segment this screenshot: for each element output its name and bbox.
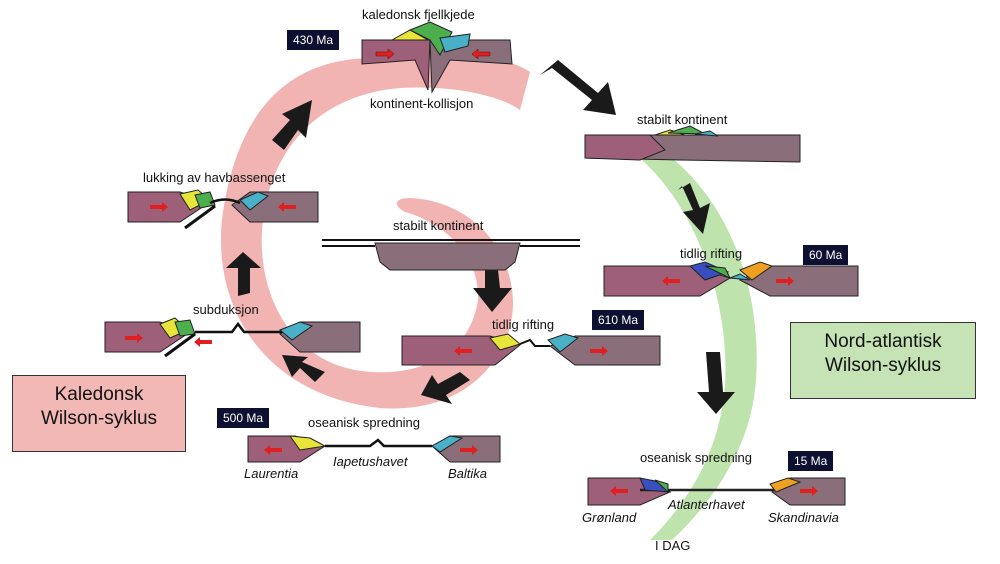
label-laurentia: Laurentia	[244, 466, 299, 481]
stage-stable-continent-center	[322, 239, 580, 271]
label-stable-continent-top: stabilt kontinent	[637, 112, 728, 127]
label-caledonian-mountains: kaledonsk fjellkjede	[362, 7, 475, 22]
cycle-arrow-8	[272, 100, 312, 150]
label-closing-ocean: lukking av havbassenget	[143, 170, 286, 185]
north-atlantic-box-line2: Wilson-syklus	[824, 355, 942, 376]
stage-early-rifting-right	[603, 261, 859, 297]
age-badge-15: 15 Ma	[788, 451, 834, 471]
cycle-arrow-3	[697, 352, 735, 414]
age-badge-610: 610 Ma	[592, 310, 645, 330]
label-oceanic-spreading-right: oseanisk spredning	[640, 450, 753, 465]
label-subduction: subduksjon	[193, 302, 259, 317]
age-badge-500: 500 Ma	[217, 408, 270, 428]
caledonian-box-line2: Wilson-syklus	[40, 408, 158, 429]
caledonian-cycle-band	[220, 52, 531, 409]
north-atlantic-cycle-band	[630, 150, 757, 540]
label-gronland: Grønland	[582, 510, 637, 525]
north-atlantic-box-line1: Nord-atlantisk	[824, 331, 942, 352]
cycle-arrow-6	[282, 355, 325, 382]
stage-oceanic-spreading-right	[587, 477, 846, 506]
label-continent-collision: kontinent-kollisjon	[370, 96, 474, 111]
caledonian-box-line1: Kaledonsk	[54, 384, 144, 405]
cycle-arrow-2	[678, 183, 710, 234]
stage-continent-collision	[361, 21, 513, 94]
label-stable-continent-center: stabilt kontinent	[393, 218, 484, 233]
label-early-rifting-center: tidlig rifting	[492, 317, 555, 332]
age-badge-60: 60 Ma	[803, 245, 849, 265]
label-baltika: Baltika	[448, 466, 488, 481]
cycle-arrow-4	[473, 270, 512, 312]
stage-oceanic-spreading-left	[247, 435, 501, 463]
label-today: I DAG	[655, 538, 691, 553]
cycle-arrow-7	[226, 252, 261, 296]
label-early-rifting-right: tidlig rifting	[680, 246, 743, 261]
label-iapetushavet: Iapetushavet	[333, 454, 408, 469]
label-atlanterhavet: Atlanterhavet	[668, 497, 745, 512]
stage-stable-continent-top	[584, 125, 801, 163]
caledonian-cycle-box: Kaledonsk Wilson-syklus	[12, 375, 186, 452]
stage-early-rifting-center	[401, 333, 661, 366]
cycle-arrow-5	[421, 372, 470, 404]
label-skandinavia: Skandinavia	[768, 510, 839, 525]
stage-closing-ocean	[127, 189, 319, 230]
north-atlantic-cycle-box: Nord-atlantisk Wilson-syklus	[790, 322, 976, 399]
age-badge-430: 430 Ma	[287, 30, 340, 50]
cycle-arrow-1	[540, 60, 616, 115]
stage-subduction	[104, 317, 361, 358]
label-oceanic-spreading-left: oseanisk spredning	[308, 415, 421, 430]
